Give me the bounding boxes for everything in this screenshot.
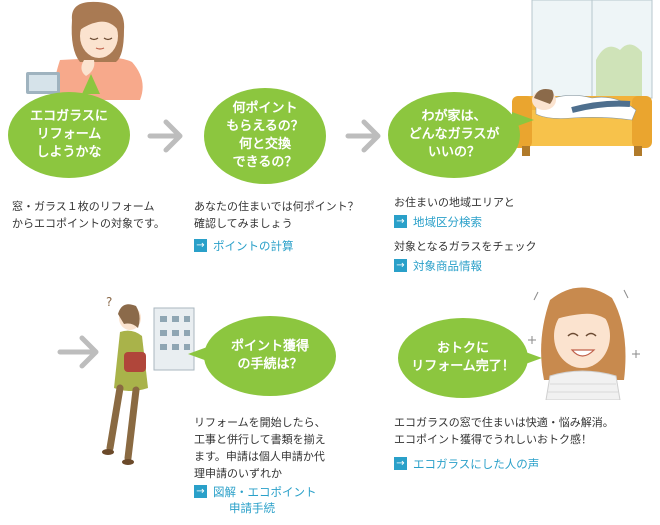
desc-line: エコガラスの窓で住まいは快適・悩み解消。 bbox=[394, 416, 614, 429]
step4-bubble-tail bbox=[188, 346, 210, 362]
desc-line: 確認してみましょう bbox=[194, 217, 293, 230]
bubble-line: エコガラスに bbox=[30, 109, 108, 124]
chevron-right-icon bbox=[345, 119, 381, 153]
link-label: 図解・エコポイント bbox=[213, 485, 317, 499]
step3-bubble: わが家は、 どんなガラスが いいの？ bbox=[388, 92, 520, 178]
bubble-line: もらえるの？ bbox=[226, 119, 304, 134]
step4-bubble: ポイント獲得 の手続は？ bbox=[204, 316, 336, 396]
bubble-line: いいの？ bbox=[427, 145, 480, 160]
bubble-line: しようかな bbox=[36, 145, 102, 160]
step2-bubble: 何ポイント もらえるの？ 何と交換 できるの？ bbox=[204, 88, 326, 184]
link-label: 地域区分検索 bbox=[413, 215, 482, 229]
bubble-line: おトクに bbox=[436, 341, 489, 356]
desc-line: リフォームを開始したら、 bbox=[194, 416, 326, 429]
application-guide-link[interactable]: → 図解・エコポイント 申請手続 bbox=[194, 484, 317, 516]
step5-bubble-tail bbox=[520, 350, 542, 366]
target-products-link[interactable]: → 対象商品情報 bbox=[394, 258, 482, 274]
step1-bubble: エコガラスに リフォーム しようかな bbox=[8, 92, 130, 178]
link-label: 申請手続 bbox=[229, 501, 275, 515]
arrow-right-icon: → bbox=[194, 485, 207, 498]
step3-bubble-tail bbox=[512, 112, 534, 128]
desc-line: お住まいの地域エリアと bbox=[394, 196, 515, 209]
step1-description: 窓・ガラス１枚のリフォーム からエコポイントの対象です。 bbox=[12, 198, 165, 232]
arrow-right-icon: → bbox=[394, 259, 407, 272]
desc-line: 理申請のいずれか bbox=[194, 467, 282, 480]
step4-description: リフォームを開始したら、 工事と併行して書類を揃え ます。申請は個人申請か代 理… bbox=[194, 414, 326, 482]
step2-description: あなたの住まいでは何ポイント？ 確認してみましょう bbox=[194, 198, 359, 232]
link-label: エコガラスにした人の声 bbox=[413, 457, 540, 471]
desc-line: からエコポイントの対象です。 bbox=[12, 217, 165, 230]
chevron-right-icon bbox=[57, 335, 99, 369]
region-search-link[interactable]: → 地域区分検索 bbox=[394, 214, 482, 230]
bubble-line: どんなガラスが bbox=[408, 127, 500, 142]
bubble-line: リフォーム完了！ bbox=[411, 359, 515, 374]
desc-line: ます。申請は個人申請か代 bbox=[194, 450, 325, 463]
arrow-right-icon: → bbox=[194, 239, 207, 252]
walking-woman-illustration: ? bbox=[102, 295, 195, 465]
step5-bubble: おトクに リフォーム完了！ bbox=[398, 318, 528, 398]
link-label: ポイントの計算 bbox=[213, 239, 294, 253]
bubble-line: ポイント獲得 bbox=[230, 339, 309, 354]
bubble-line: わが家は、 bbox=[421, 109, 487, 124]
step3-description-1: お住まいの地域エリアと bbox=[394, 194, 515, 211]
step5-description: エコガラスの窓で住まいは快適・悩み解消。 エコポイント獲得でうれしいおトク感！ bbox=[394, 414, 614, 448]
svg-text:?: ? bbox=[106, 295, 112, 309]
arrow-right-icon: → bbox=[394, 457, 407, 470]
step1-bubble-tail bbox=[82, 74, 100, 94]
chevron-right-icon bbox=[147, 119, 183, 153]
customer-voices-link[interactable]: → エコガラスにした人の声 bbox=[394, 456, 539, 472]
point-calc-link[interactable]: → ポイントの計算 bbox=[194, 238, 294, 254]
woman-laptop-illustration bbox=[26, 1, 143, 100]
bubble-line: の手続は？ bbox=[237, 357, 303, 372]
bubble-line: 何と交換 bbox=[238, 137, 291, 152]
bubble-line: 何ポイント bbox=[232, 101, 298, 116]
step3-description-2: 対象となるガラスをチェック bbox=[394, 238, 536, 255]
link-label: 対象商品情報 bbox=[413, 259, 482, 273]
desc-line: あなたの住まいでは何ポイント？ bbox=[194, 200, 359, 213]
sofa-window-illustration bbox=[512, 0, 653, 156]
bubble-line: リフォーム bbox=[36, 127, 102, 142]
bubble-line: できるの？ bbox=[232, 155, 298, 170]
desc-line: 窓・ガラス１枚のリフォーム bbox=[12, 200, 155, 213]
desc-line: 対象となるガラスをチェック bbox=[394, 240, 537, 253]
arrow-right-icon: → bbox=[394, 215, 407, 228]
smiling-woman-illustration bbox=[528, 287, 640, 400]
desc-line: エコポイント獲得でうれしいおトク感！ bbox=[394, 433, 592, 446]
desc-line: 工事と併行して書類を揃え bbox=[194, 433, 326, 446]
